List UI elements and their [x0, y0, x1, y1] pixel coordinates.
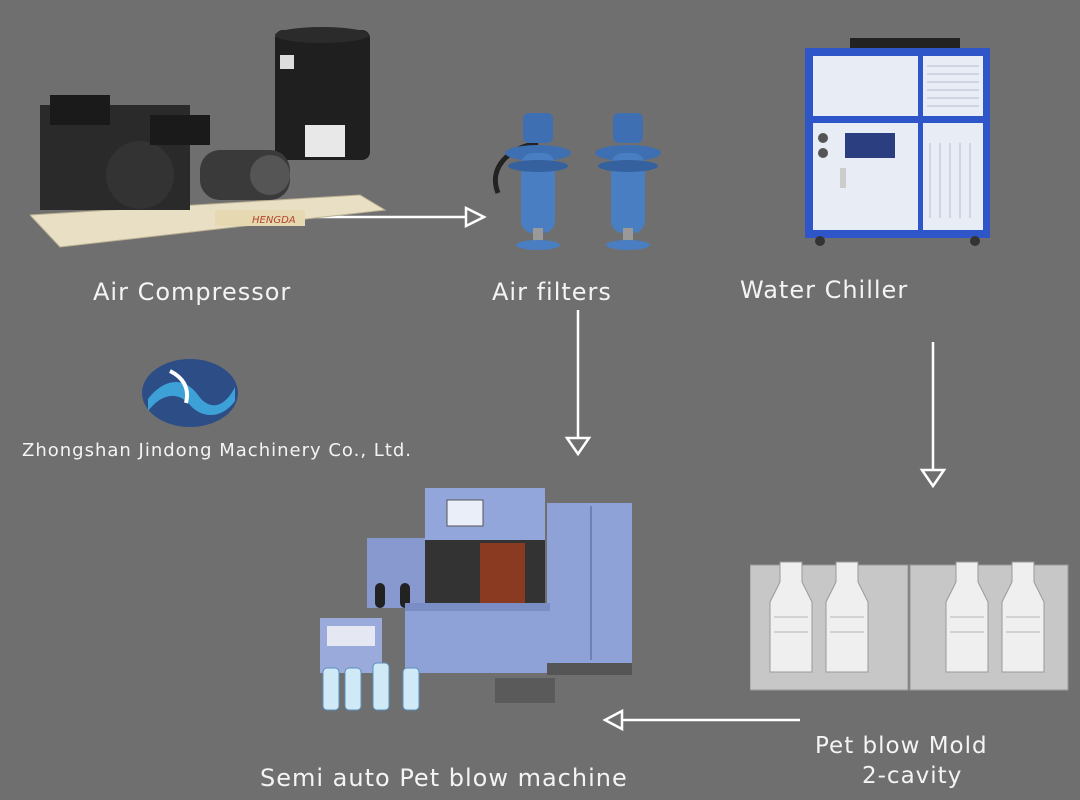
- arrow-compressor-to-filters: [300, 205, 487, 229]
- water-chiller-icon: [805, 38, 995, 252]
- arrow-filters-to-machine: [564, 310, 592, 457]
- arrow-mold-to-machine: [602, 708, 800, 732]
- blow-mold-label-line2: 2-cavity: [862, 763, 963, 789]
- blow-machine-label: Semi auto Pet blow machine: [260, 764, 628, 792]
- blow-mold-icon: [749, 557, 1070, 699]
- water-chiller-label: Water Chiller: [740, 276, 909, 304]
- blow-machine-icon: [315, 488, 635, 720]
- blow-mold-label-line1: Pet blow Mold: [815, 733, 988, 759]
- compressor-brand-text: HENGDA: [252, 215, 296, 226]
- company-name: Zhongshan Jindong Machinery Co., Ltd.: [22, 440, 413, 461]
- arrow-chiller-to-mold: [919, 342, 947, 489]
- air-filter-icon: [488, 108, 663, 262]
- air-compressor-icon: HENGDA: [28, 25, 390, 254]
- air-filters-label: Air filters: [492, 278, 612, 306]
- company-logo: [140, 357, 240, 433]
- air-compressor-label: Air Compressor: [93, 278, 292, 306]
